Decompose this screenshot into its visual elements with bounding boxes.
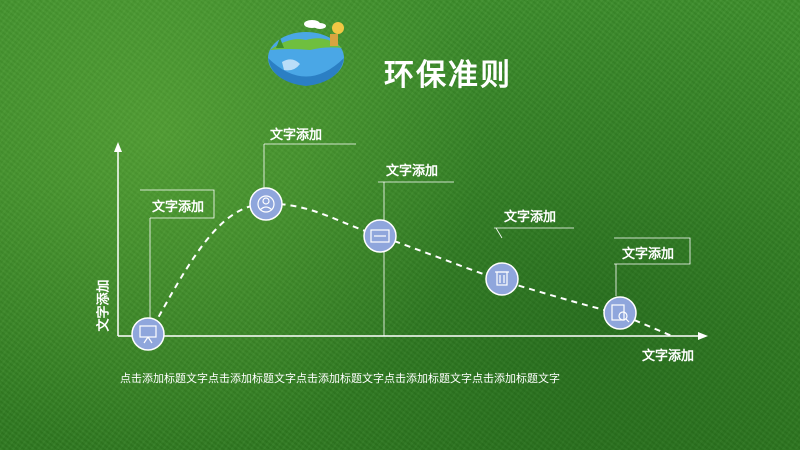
- trash-icon: [495, 271, 509, 286]
- presentation-board-icon: [139, 325, 157, 344]
- trend-curve: [147, 202, 673, 337]
- earth-logo-icon: [268, 20, 344, 86]
- y-axis-label: 文字添加: [96, 279, 112, 332]
- caption-text: 点击添加标题文字点击添加标题文字点击添加标题文字点击添加标题文字点击添加标题文字: [120, 372, 560, 385]
- page-title: 环保准则: [384, 58, 512, 93]
- node-1-label: 文字添加: [152, 200, 205, 215]
- node-5: [603, 296, 637, 330]
- node-4: [485, 262, 519, 296]
- node-2: [249, 187, 283, 221]
- node-2-label: 文字添加: [270, 128, 323, 143]
- node-3: [363, 219, 397, 253]
- user-icon: [257, 195, 275, 213]
- node-1: [131, 317, 165, 351]
- node-3-label: 文字添加: [386, 164, 439, 179]
- search-document-icon: [611, 304, 630, 323]
- node-4-label: 文字添加: [504, 210, 557, 225]
- x-axis-label: 文字添加: [642, 349, 695, 364]
- monitor-icon: [370, 229, 390, 243]
- y-axis-arrow: [114, 142, 122, 152]
- x-axis-arrow: [698, 332, 708, 340]
- leader-lines: [140, 143, 691, 336]
- node-5-label: 文字添加: [622, 247, 675, 262]
